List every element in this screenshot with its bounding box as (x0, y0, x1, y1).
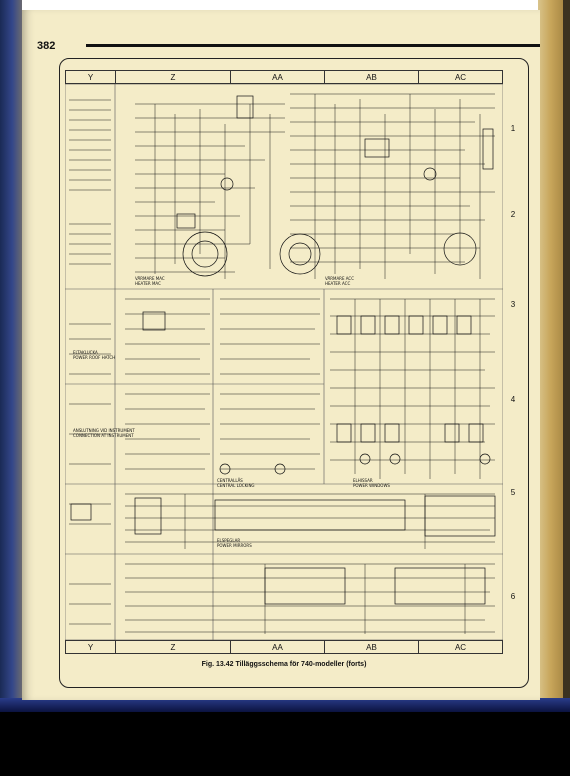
column-label: AA (231, 641, 325, 653)
column-label: AB (325, 641, 419, 653)
block-titles: VÄRMARE MAC HEATER MAC VÄRMARE ACC HEATE… (73, 276, 390, 548)
row-label: 1 (510, 124, 516, 133)
figure-frame (59, 58, 529, 688)
connector-stubs (69, 99, 111, 625)
column-label: Z (116, 641, 231, 653)
column-label: AC (454, 642, 467, 652)
row-label: 4 (510, 395, 516, 404)
row-label: 2 (510, 210, 516, 219)
column-label: Y (66, 71, 116, 83)
component-boxes (70, 95, 496, 605)
column-label: Y (66, 641, 116, 653)
block-title-line: ELSPEGLAR (217, 538, 240, 543)
block-title-line: POWER ROOF HATCH (73, 355, 115, 360)
block-title-line: HEATER ACC (325, 281, 350, 286)
book-cover-edge (0, 698, 570, 712)
block-title-line: POWER MIRRORS (217, 543, 252, 548)
block-title-line: CENTRAL LOCKING (217, 483, 255, 488)
block-title-line: CONNECTION AT INSTRUMENT (73, 433, 134, 438)
block-title-line: ELTAKLUCKA (73, 350, 98, 355)
header-rule (86, 44, 540, 47)
column-label: Z (116, 71, 231, 83)
column-header-bottom: Y Z AA AB AC (65, 640, 503, 654)
column-label: AA (231, 71, 325, 83)
row-label: 6 (510, 592, 516, 601)
row-label: 3 (510, 300, 516, 309)
grid-lines (65, 84, 503, 640)
wire-traces (125, 93, 495, 634)
block-title-line: CENTRALLÅS (217, 478, 243, 483)
book-spine (0, 0, 22, 700)
block-title-line: HEATER MAC (135, 281, 161, 286)
wiring-schematic: VÄRMARE MAC HEATER MAC VÄRMARE ACC HEATE… (65, 84, 503, 640)
row-label: 5 (510, 488, 516, 497)
book-page (22, 10, 540, 700)
block-title-line: VÄRMARE ACC (325, 276, 354, 281)
block-title-line: VÄRMARE MAC (135, 276, 165, 281)
circular-components (182, 167, 491, 475)
book-edge-shadow (563, 0, 570, 710)
page-number: 382 (37, 40, 56, 52)
column-header-top: Y Z AA AB AC (65, 70, 503, 84)
block-title-line: POWER WINDOWS (353, 483, 390, 488)
column-label: AB (325, 71, 419, 83)
column-label: AC (454, 72, 467, 82)
figure-caption: Fig. 13.42 Tilläggsschema för 740-modell… (201, 661, 367, 668)
block-title-line: ANSLUTNING VID INSTRUMENT (73, 428, 135, 433)
block-title-line: ELHISSAR (353, 478, 373, 483)
